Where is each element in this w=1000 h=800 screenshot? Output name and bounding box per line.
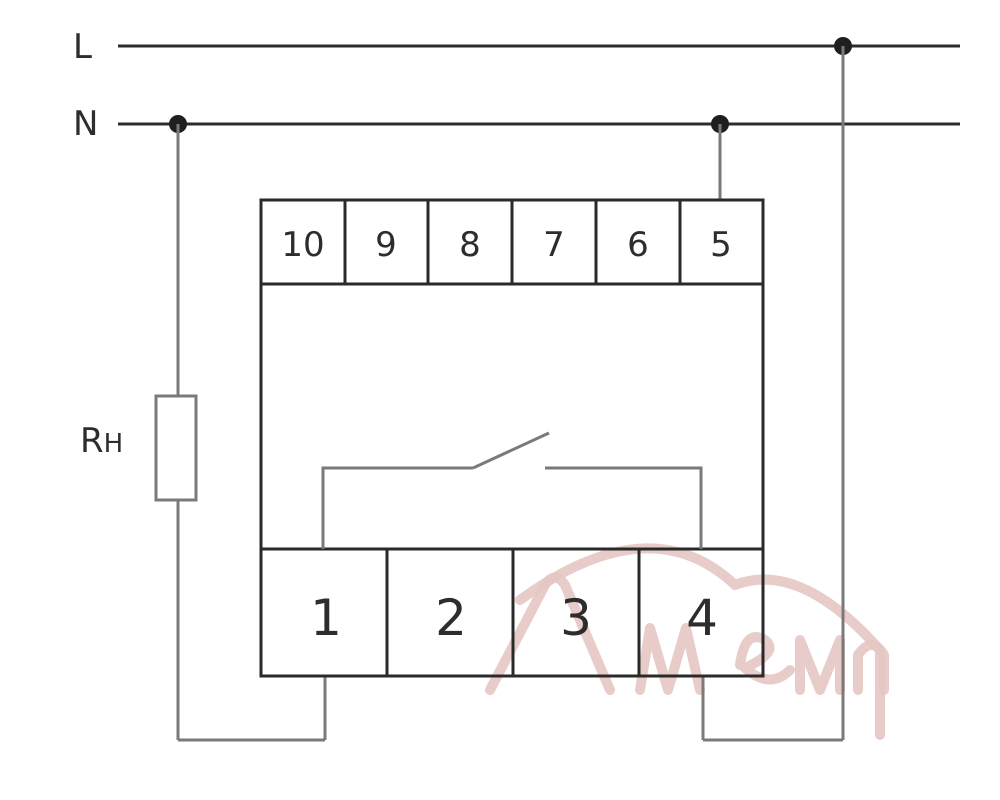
bottom-terminal-label: 1 (310, 589, 342, 647)
load-label-sub: H (104, 429, 124, 459)
neutral-bus-label: N (73, 104, 98, 144)
top-terminal-label: 7 (543, 225, 565, 265)
contact-switch-arm (472, 431, 550, 470)
relay-contact-symbol (321, 431, 703, 549)
top-terminal-label: 10 (281, 225, 324, 265)
contact-output-lead (545, 466, 703, 549)
line-bus-label: L (73, 27, 92, 67)
bottom-terminal-label: 4 (686, 589, 718, 647)
load-label: RH (80, 421, 123, 461)
bottom-terminal-label: 3 (560, 589, 592, 647)
top-terminal-label: 9 (375, 225, 397, 265)
load-resistor-symbol (154, 394, 198, 502)
bottom-terminal-label: 2 (435, 589, 467, 647)
contact-common-lead (321, 466, 473, 549)
top-terminal-label: 8 (459, 225, 481, 265)
top-terminal-label: 5 (710, 225, 732, 265)
load-label-main: R (80, 421, 104, 461)
top-terminal-label: 6 (627, 225, 649, 265)
watermark-logo (485, 543, 889, 740)
